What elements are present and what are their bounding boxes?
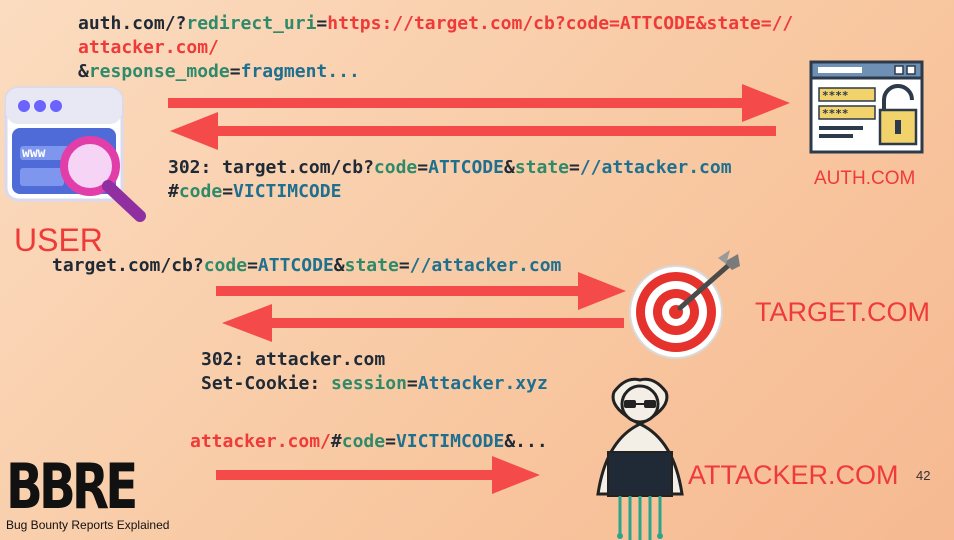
hash: # [168, 181, 179, 202]
auth-label: AUTH.COM [814, 168, 916, 189]
redirect-value: https://target.com/cb?code=ATTCODE&state… [327, 13, 794, 34]
arrow-user-to-attacker [216, 456, 540, 494]
arrow-auth-to-user [170, 112, 776, 150]
equals: = [398, 255, 410, 276]
auth-login-window-icon: **** **** [809, 60, 924, 154]
state-value: //attacker.com [579, 157, 732, 178]
param-redirect-uri: redirect_uri [186, 13, 317, 34]
auth-request-url: auth.com/?redirect_uri=https://target.co… [78, 12, 793, 84]
auth-redirect-response: 302: target.com/cb?code=ATTCODE&state=//… [168, 156, 732, 204]
state-value: //attacker.com [409, 255, 562, 276]
password-mask-2: **** [822, 107, 849, 120]
equals: = [417, 157, 429, 178]
user-label: USER [14, 222, 103, 258]
equals: = [247, 255, 258, 276]
equals: = [569, 157, 580, 178]
param-response-mode: response_mode [88, 61, 230, 82]
equals: = [316, 13, 328, 34]
cookie-value: Attacker.xyz [417, 373, 548, 394]
victim-code-value: VICTIMCODE [395, 431, 505, 452]
victim-code-value: VICTIMCODE [233, 181, 342, 202]
ampersand: & [333, 255, 345, 276]
url-path: target.com/cb? [52, 255, 204, 276]
status-and-host: 302: attacker.com [201, 349, 386, 370]
password-mask-1: **** [822, 89, 849, 102]
set-cookie-header: Set-Cookie: [201, 373, 332, 394]
equals: = [385, 431, 396, 452]
attacker-label: ATTACKER.COM [688, 460, 899, 490]
arrow-target-to-user [222, 304, 624, 342]
ampersand: & [78, 61, 89, 82]
magnifier-icon [60, 136, 146, 222]
target-redirect-response: 302: attacker.com Set-Cookie: session=At… [201, 348, 548, 396]
code-value: ATTCODE [428, 157, 504, 178]
hash: # [330, 431, 342, 452]
equals: = [229, 61, 241, 82]
logo-subtitle: Bug Bounty Reports Explained [6, 518, 170, 532]
bbre-logo: BBRE Bug Bounty Reports Explained [6, 450, 171, 533]
equals: = [222, 181, 234, 202]
redirect-value-cont: attacker.com/ [78, 37, 219, 58]
ampersand: & [503, 157, 515, 178]
param-code: code [373, 157, 418, 178]
param-state: state [514, 157, 569, 178]
equals: = [406, 373, 418, 394]
attacker-host: attacker.com/ [190, 431, 331, 452]
target-request-url: target.com/cb?code=ATTCODE&state=//attac… [52, 254, 561, 278]
param-code: code [341, 431, 386, 452]
logo-title: BBRE [6, 450, 138, 523]
ampersand-ellipsis: &... [504, 431, 548, 452]
arrow-user-to-auth [168, 84, 790, 122]
hacker-icon [596, 377, 684, 540]
param-code: code [178, 181, 223, 202]
attacker-request-url: attacker.com/#code=VICTIMCODE&... [190, 430, 548, 454]
param-code: code [203, 255, 248, 276]
target-label: TARGET.COM [755, 297, 930, 327]
status-and-path: 302: target.com/cb? [168, 157, 374, 178]
page-number: 42 [916, 468, 931, 483]
code-value: ATTCODE [257, 255, 334, 276]
browser-www-text: www [22, 146, 46, 161]
response-mode-value: fragment... [240, 61, 360, 82]
cookie-name: session [331, 373, 407, 394]
url-host: auth.com/? [78, 13, 187, 34]
arrow-user-to-target [216, 272, 626, 310]
target-dartboard-icon [629, 250, 740, 359]
param-state: state [344, 255, 399, 276]
